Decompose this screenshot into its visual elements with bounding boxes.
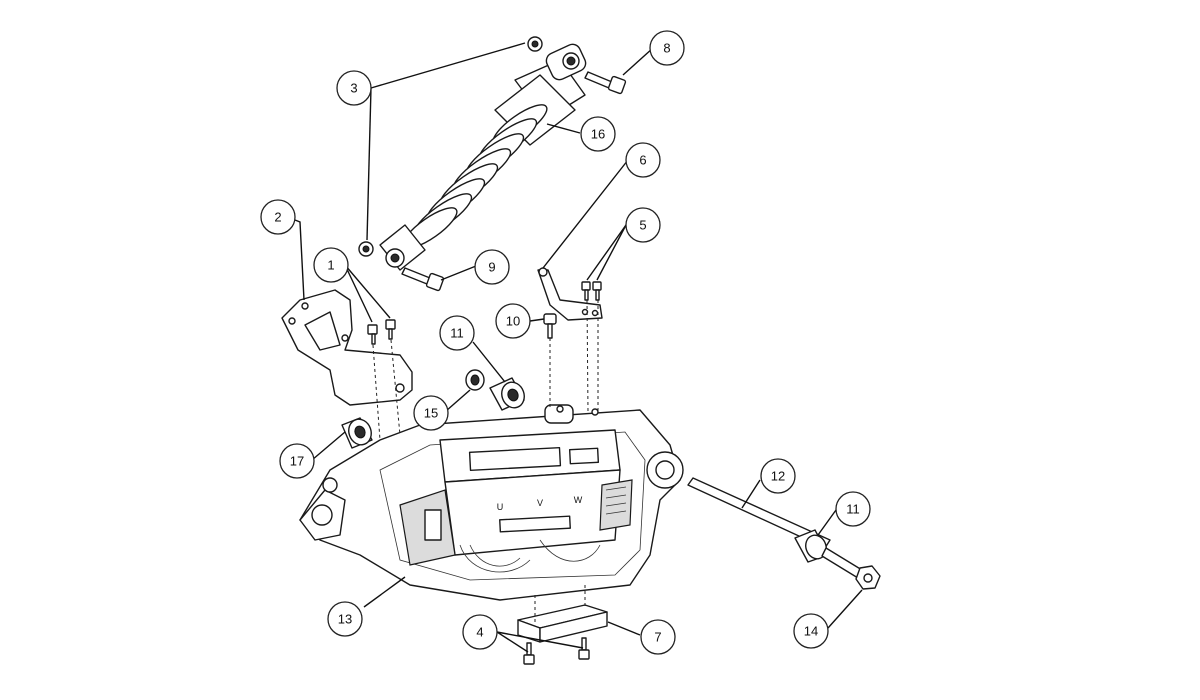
bushing-left	[341, 417, 373, 449]
washer	[465, 369, 485, 391]
callout-7: 7	[640, 619, 676, 655]
bracket-bolts	[367, 319, 396, 345]
block-bolts	[523, 637, 590, 665]
callout-6: 6	[625, 142, 661, 178]
svg-text:1: 1	[327, 258, 334, 273]
svg-text:5: 5	[639, 218, 646, 233]
callout-10: 10	[495, 303, 531, 339]
svg-text:6: 6	[639, 153, 646, 168]
housing-bolt	[543, 313, 557, 339]
svg-text:16: 16	[591, 127, 605, 142]
leader-lines	[294, 42, 863, 653]
svg-text:15: 15	[424, 406, 438, 421]
callout-2: 2	[260, 199, 296, 235]
svg-text:7: 7	[654, 630, 661, 645]
callout-16: 16	[580, 116, 616, 152]
svg-text:17: 17	[290, 454, 304, 469]
mount-bracket	[281, 289, 413, 406]
callout-17: 17	[279, 443, 315, 479]
svg-text:9: 9	[488, 260, 495, 275]
phase-v-label: V	[537, 498, 543, 508]
small-bracket	[537, 267, 603, 321]
svg-text:4: 4	[476, 625, 483, 640]
svg-text:13: 13	[338, 612, 352, 627]
svg-text:12: 12	[771, 469, 785, 484]
pivot-shaft	[687, 477, 831, 549]
phase-u-label: U	[497, 502, 504, 512]
bushing-right	[794, 529, 829, 563]
svg-text:11: 11	[450, 326, 464, 341]
svg-text:10: 10	[506, 314, 520, 329]
callout-8: 8	[649, 30, 685, 66]
shock-absorber	[379, 43, 587, 271]
phase-w-label: W	[574, 495, 583, 505]
svg-text:14: 14	[804, 624, 818, 639]
callout-14: 14	[793, 613, 829, 649]
bolt-lower	[401, 267, 445, 292]
svg-text:8: 8	[663, 41, 670, 56]
callout-5: 5	[625, 207, 661, 243]
callout-15: 15	[413, 395, 449, 431]
callout-9: 9	[474, 249, 510, 285]
nut-lower	[358, 241, 374, 257]
motor-housing: U V W	[299, 404, 684, 601]
bolt-upper	[584, 71, 627, 95]
callout-4: 4	[462, 614, 498, 650]
callout-12: 12	[760, 458, 796, 494]
small-bracket-bolts	[581, 281, 602, 301]
bushing-upper	[489, 377, 525, 411]
alignment-lines	[372, 299, 599, 622]
rubber-block	[517, 604, 608, 643]
callout-13: 13	[327, 601, 363, 637]
callout-3: 3	[336, 70, 372, 106]
pivot-bolt	[821, 547, 881, 590]
svg-text:3: 3	[350, 81, 357, 96]
svg-text:11: 11	[846, 502, 860, 517]
callout-11-right: 11	[835, 491, 871, 527]
svg-text:2: 2	[274, 210, 281, 225]
callout-11-upper: 11	[439, 315, 475, 351]
callout-1: 1	[313, 247, 349, 283]
nut-upper	[527, 36, 543, 52]
